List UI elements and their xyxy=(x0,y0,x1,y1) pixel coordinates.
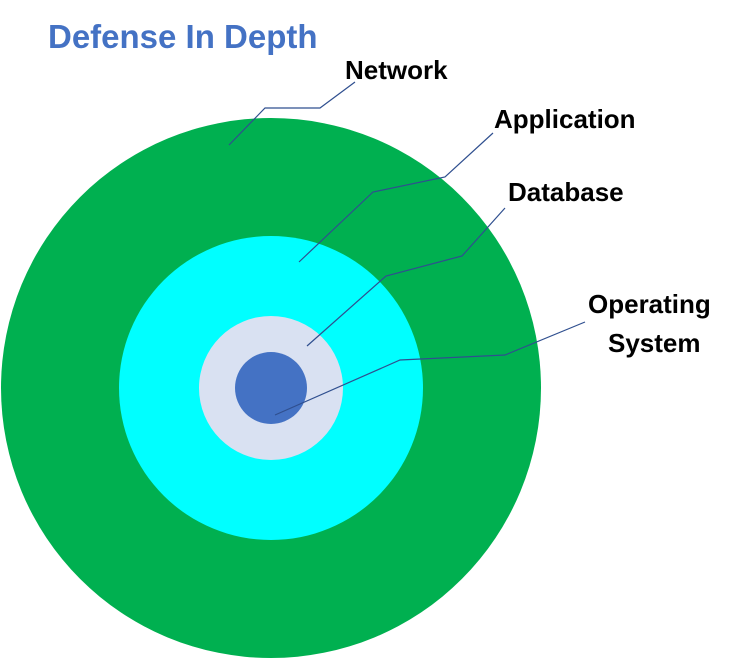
application-leader-line xyxy=(298,132,494,263)
operating-system-core xyxy=(235,352,307,424)
diagram-title: Defense In Depth xyxy=(48,18,318,55)
operating-system-label-line1: Operating xyxy=(588,289,711,319)
network-leader-line xyxy=(228,81,356,146)
operating-system-leader-line xyxy=(274,321,586,416)
database-leader-line xyxy=(306,207,506,347)
network-label: Network xyxy=(345,55,448,85)
application-label: Application xyxy=(494,104,636,134)
database-label: Database xyxy=(508,177,624,207)
operating-system-label-line2: System xyxy=(608,328,701,358)
